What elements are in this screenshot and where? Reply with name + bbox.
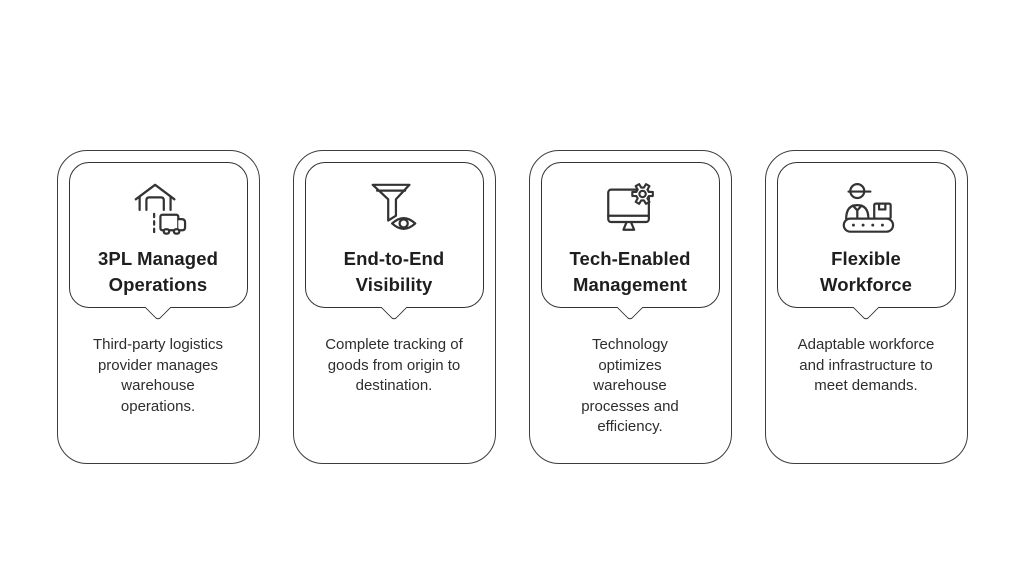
bubble-tail bbox=[380, 294, 408, 321]
card-description: Technology optimizes warehouse processes… bbox=[581, 336, 679, 435]
bubble-tail bbox=[144, 294, 172, 321]
card-description: Complete tracking of goods from origin t… bbox=[325, 336, 463, 394]
card-end-to-end-visibility: End-to-End Visibility Complete tracking … bbox=[292, 150, 496, 464]
card-header-bubble: End-to-End Visibility bbox=[304, 162, 484, 321]
bubble-tail bbox=[852, 294, 880, 321]
bubble-tail bbox=[616, 294, 644, 321]
card-title: Flexible Workforce bbox=[819, 248, 913, 295]
card-description: Third-party logistics provider manages w… bbox=[92, 336, 224, 415]
card-title: Tech-Enabled Management bbox=[569, 248, 691, 295]
funnel-eye-icon bbox=[365, 163, 423, 244]
card-description: Adaptable workforce and infrastructure t… bbox=[797, 336, 935, 394]
worker-conveyor-icon bbox=[837, 163, 895, 244]
card-flexible-workforce: Flexible Workforce Adaptable workforce a… bbox=[764, 150, 968, 464]
card-title: 3PL Managed Operations bbox=[97, 248, 218, 295]
card-header-bubble: 3PL Managed Operations bbox=[68, 162, 248, 321]
card-3pl-managed-operations: 3PL Managed Operations Third-party logis… bbox=[56, 150, 260, 464]
card-header-bubble: Tech-Enabled Management bbox=[540, 162, 720, 321]
warehouse-truck-icon bbox=[129, 163, 187, 244]
card-tech-enabled-management: Tech-Enabled Management Technology optim… bbox=[528, 150, 732, 464]
card-title: End-to-End Visibility bbox=[343, 248, 445, 295]
card-row: 3PL Managed Operations Third-party logis… bbox=[0, 150, 1024, 464]
monitor-gear-icon bbox=[601, 163, 659, 244]
card-header-bubble: Flexible Workforce bbox=[776, 162, 956, 321]
